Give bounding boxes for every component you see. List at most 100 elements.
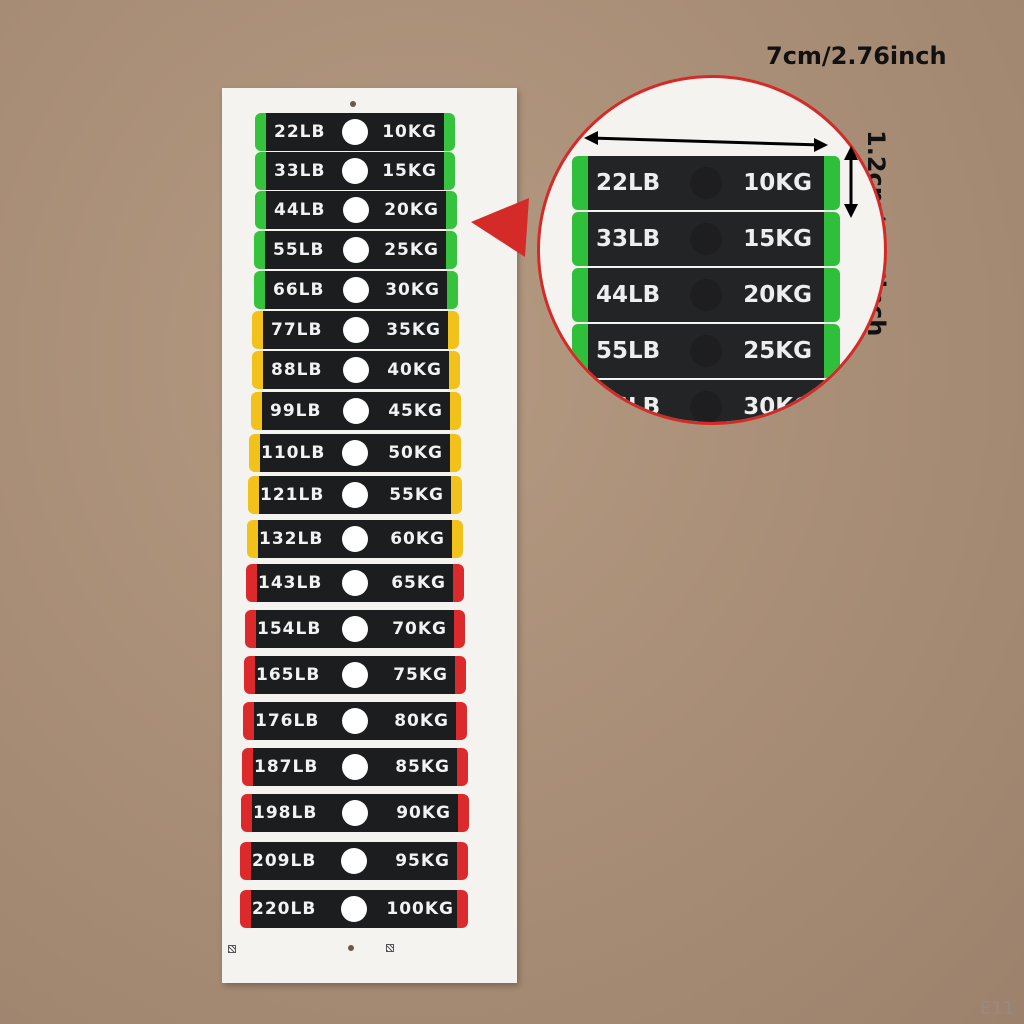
pound-value: 121LB — [260, 485, 325, 505]
weight-label: 187LB 85KG — [242, 748, 468, 786]
sensor-dot — [342, 482, 368, 508]
pound-value: 209LB — [252, 851, 317, 871]
pound-value: 165LB — [256, 665, 321, 685]
pound-value: 176LB — [255, 711, 320, 731]
kilogram-value: 15KG — [743, 226, 812, 252]
pound-value: 66LB — [596, 394, 661, 420]
sensor-dot — [342, 708, 368, 734]
zoom-weight-label: 22LB 10KG — [572, 156, 840, 210]
sensor-dot — [342, 440, 368, 466]
sensor-dot — [690, 223, 722, 255]
weight-label: 33LB 15KG — [255, 152, 455, 190]
weight-label: 132LB 60KG — [247, 520, 463, 558]
pound-value: 66LB — [273, 280, 325, 300]
zoom-weight-label: 55LB 25KG — [572, 324, 840, 378]
weight-label: 110LB 50KG — [249, 434, 461, 472]
pound-value: 33LB — [596, 226, 661, 252]
kilogram-value: 90KG — [396, 803, 451, 823]
pound-value: 22LB — [274, 122, 326, 142]
watermark: E11 — [980, 998, 1015, 1019]
weight-label: 198LB 90KG — [241, 794, 469, 832]
kilogram-value: 30KG — [743, 394, 812, 420]
pound-value: 77LB — [271, 320, 323, 340]
weight-label: 99LB 45KG — [251, 392, 461, 430]
registration-mark — [386, 944, 394, 952]
pound-value: 55LB — [273, 240, 325, 260]
zoom-weight-label: 33LB 15KG — [572, 212, 840, 266]
sensor-dot — [690, 335, 722, 367]
dimension-arrows — [584, 131, 858, 218]
weight-label: 176LB 80KG — [243, 702, 467, 740]
kilogram-value: 30KG — [385, 280, 440, 300]
kilogram-value: 65KG — [391, 573, 446, 593]
weight-label: 88LB 40KG — [252, 351, 460, 389]
pound-value: 22LB — [596, 170, 661, 196]
sensor-dot — [690, 391, 722, 422]
pound-value: 110LB — [261, 443, 326, 463]
zoom-weight-label: 66LB 30KG — [572, 380, 840, 422]
sensor-dot — [342, 570, 368, 596]
pound-value: 44LB — [596, 282, 661, 308]
kilogram-value: 50KG — [388, 443, 443, 463]
kilogram-value: 35KG — [386, 320, 441, 340]
pound-value: 132LB — [259, 529, 324, 549]
pound-value: 198LB — [253, 803, 318, 823]
kilogram-value: 15KG — [382, 161, 437, 181]
weight-label: 209LB 95KG — [240, 842, 468, 880]
weight-label: 154LB 70KG — [245, 610, 465, 648]
pound-value: 55LB — [596, 338, 661, 364]
sensor-dot — [342, 158, 368, 184]
kilogram-value: 70KG — [392, 619, 447, 639]
kilogram-value: 95KG — [395, 851, 450, 871]
sensor-dot — [343, 197, 369, 223]
pound-value: 154LB — [257, 619, 322, 639]
sensor-dot — [342, 754, 368, 780]
weight-label: 121LB 55KG — [248, 476, 462, 514]
kilogram-value: 25KG — [384, 240, 439, 260]
kilogram-value: 20KG — [384, 200, 439, 220]
kilogram-value: 60KG — [390, 529, 445, 549]
bottom-hole — [348, 945, 354, 951]
sensor-dot — [343, 357, 369, 383]
sensor-dot — [342, 237, 369, 263]
dimension-width-text: 7cm/2.76inch — [766, 42, 947, 70]
kilogram-value: 10KG — [382, 122, 437, 142]
pound-value: 187LB — [254, 757, 319, 777]
weight-label: 165LB 75KG — [244, 656, 466, 694]
weight-label: 143LB 65KG — [246, 564, 464, 602]
pound-value: 220LB — [252, 899, 317, 919]
weight-label: 22LB 10KG — [255, 113, 455, 151]
sensor-dot — [343, 398, 369, 424]
top-hole — [350, 101, 356, 107]
pound-value: 88LB — [271, 360, 323, 380]
sensor-dot — [690, 167, 722, 199]
sensor-dot — [343, 277, 369, 303]
kilogram-value: 80KG — [394, 711, 449, 731]
kilogram-value: 100KG — [386, 899, 454, 919]
sensor-dot — [341, 848, 367, 874]
sensor-dot — [342, 317, 369, 343]
kilogram-value: 25KG — [743, 338, 812, 364]
weight-label: 44LB 20KG — [255, 191, 457, 229]
kilogram-value: 75KG — [393, 665, 448, 685]
sensor-dot — [690, 279, 722, 311]
weight-label: 55LB 25KG — [254, 231, 457, 269]
pound-value: 99LB — [270, 401, 322, 421]
kilogram-value: 40KG — [387, 360, 442, 380]
weight-label: 77LB 35KG — [252, 311, 459, 349]
sensor-dot — [342, 526, 368, 552]
pound-value: 44LB — [274, 200, 326, 220]
sensor-dot — [341, 896, 367, 922]
kilogram-value: 55KG — [389, 485, 444, 505]
kilogram-value: 10KG — [743, 170, 812, 196]
sensor-dot — [342, 616, 368, 642]
kilogram-value: 85KG — [395, 757, 450, 777]
pound-value: 33LB — [274, 161, 326, 181]
sensor-dot — [342, 800, 368, 826]
weight-label: 66LB 30KG — [254, 271, 458, 309]
registration-mark — [228, 945, 236, 953]
kilogram-value: 45KG — [388, 401, 443, 421]
pound-value: 143LB — [258, 573, 323, 593]
